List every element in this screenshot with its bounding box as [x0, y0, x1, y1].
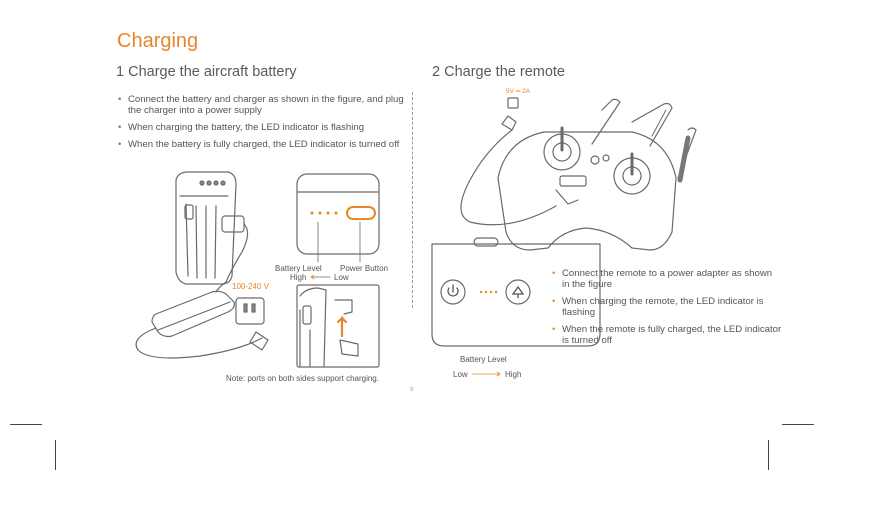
crop-mark — [782, 424, 814, 425]
page-number: 8 — [410, 386, 414, 393]
home-icon — [511, 285, 525, 298]
remote-high-label: High — [505, 370, 522, 379]
battery-level-label: Battery Level — [275, 264, 322, 273]
page-title: Charging — [117, 30, 199, 52]
power-icon — [447, 284, 459, 297]
list-item: Connect the battery and charger as shown… — [118, 94, 418, 116]
list-item: When the remote is fully charged, the LE… — [552, 324, 782, 346]
list-item: Connect the remote to a power adapter as… — [552, 268, 782, 290]
crop-mark — [55, 440, 56, 470]
list-item: When charging the battery, the LED indic… — [118, 122, 418, 133]
battery-led-closeup — [296, 173, 380, 263]
section-2-bullets: Connect the remote to a power adapter as… — [552, 268, 782, 352]
remote-low-label: Low — [453, 370, 468, 379]
level-arrows — [310, 274, 501, 377]
aircraft-battery-illustration — [175, 171, 249, 285]
section-2-title: 2 Charge the remote — [432, 64, 565, 80]
remote-controller-illustration — [460, 97, 697, 251]
low-label: Low — [334, 273, 349, 282]
section-1-bullets: Connect the battery and charger as shown… — [118, 94, 418, 156]
charging-arrow — [336, 315, 348, 338]
section-divider — [412, 92, 413, 308]
power-button-label: Power Button — [340, 264, 389, 273]
high-label: High — [290, 273, 307, 282]
section-1-title: 1 Charge the aircraft battery — [116, 64, 297, 80]
crop-mark — [10, 424, 42, 425]
voltage-label: 100-240 V — [232, 282, 269, 291]
list-item: When charging the remote, the LED indica… — [552, 296, 782, 318]
remote-battery-level-label: Battery Level — [460, 355, 507, 364]
usb-spec-label: 5V ═ 2A — [506, 88, 531, 95]
crop-mark — [768, 440, 769, 470]
charger-illustration — [135, 281, 269, 359]
battery-port-closeup — [296, 284, 380, 368]
list-item: When the battery is fully charged, the L… — [118, 139, 418, 150]
note-text: Note: ports on both sides support chargi… — [226, 374, 379, 383]
